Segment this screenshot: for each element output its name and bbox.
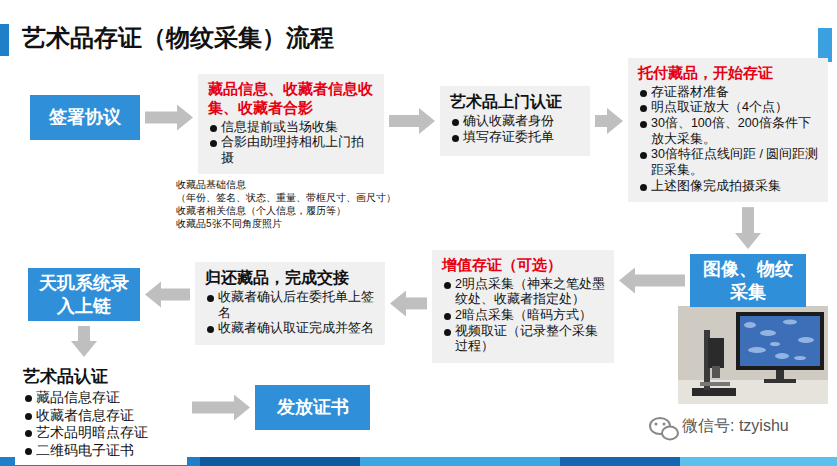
- bullet-item: 30倍、100倍、200倍条件下放大采集。: [638, 116, 820, 147]
- bullet-item: 收藏者确认后在委托单上签名: [205, 290, 377, 321]
- step-box: 图像、物纹采集: [690, 254, 806, 307]
- flow-arrow: [192, 395, 250, 421]
- step-card: 艺术品上门认证确认收藏者身份填写存证委托单: [440, 86, 590, 156]
- note-text: 收藏品基础信息: [176, 178, 396, 191]
- bullet-item: 藏品信息存证: [23, 389, 179, 407]
- step-label: 天玑系统录入上链: [36, 272, 132, 317]
- flow-arrow: [390, 290, 427, 316]
- bullet-item: 收藏者确认取证完成并签名: [205, 321, 377, 337]
- flow-arrow: [389, 108, 435, 134]
- note-text: （年份、签名、状态、重量、带框尺寸、画尺寸）: [176, 191, 396, 204]
- bullet-item: 收藏者信息存证: [23, 407, 179, 425]
- flow-arrow: [735, 207, 761, 249]
- diagram-title: 艺术品存证（物纹采集）流程: [22, 22, 334, 54]
- bullet-item: 二维码电子证书: [23, 442, 179, 460]
- bullet-item: 确认收藏者身份: [450, 114, 582, 130]
- card-heading: 艺术品认证: [23, 366, 179, 387]
- card-heading: 增值存证（可选）: [442, 256, 606, 275]
- bullet-item: 上述图像完成拍摄采集: [638, 179, 820, 195]
- bullet-item: 2暗点采集（暗码方式）: [442, 308, 606, 324]
- step-label: 发放证书: [277, 396, 349, 419]
- bullet-item: 2明点采集（神来之笔处墨纹处、收藏者指定处）: [442, 277, 606, 308]
- bullet-item: 信息提前或当场收集: [208, 120, 376, 136]
- flow-arrow: [71, 326, 97, 357]
- bullet-item: 合影由助理持相机上门拍摄: [208, 135, 376, 166]
- wechat-icon: [650, 418, 678, 440]
- card-heading: 归还藏品，完成交接: [205, 268, 377, 288]
- flow-arrow: [145, 105, 193, 131]
- flow-arrow: [145, 282, 190, 308]
- step-card: 增值存证（可选） 2明点采集（神来之笔处墨纹处、收藏者指定处）2暗点采集（暗码方式…: [432, 250, 614, 363]
- note-text: 收藏者相关信息（个人信息，履历等）: [176, 204, 396, 217]
- card-heading: 托付藏品，开始存证: [638, 64, 820, 83]
- bullet-item: 存证器材准备: [638, 85, 820, 101]
- step-card: 托付藏品，开始存证存证器材准备明点取证放大（4个点）30倍、100倍、200倍条…: [628, 58, 828, 202]
- step-box: 发放证书: [255, 385, 370, 430]
- step-card: 艺术品认证藏品信息存证收藏者信息存证艺术品明暗点存证二维码电子证书: [15, 362, 187, 465]
- corner-tab: [818, 28, 832, 62]
- step-card: 归还藏品，完成交接收藏者确认后在委托单上签名收藏者确认取证完成并签名: [195, 262, 385, 345]
- step-box: 签署协议: [30, 95, 140, 140]
- step-box: 天玑系统录入上链: [28, 268, 140, 321]
- note-text: 收藏品5张不同角度照片: [176, 217, 396, 230]
- bullet-item: 视频取证（记录整个采集过程）: [442, 324, 606, 355]
- microscope-photo: [678, 306, 828, 404]
- bullet-item: 明点取证放大（4个点）: [638, 100, 820, 116]
- note-group: 收藏品基础信息（年份、签名、状态、重量、带框尺寸、画尺寸）收藏者相关信息（个人信…: [176, 178, 396, 230]
- step-label: 签署协议: [49, 106, 121, 129]
- bullet-item: 艺术品明暗点存证: [23, 424, 179, 442]
- title-bar: [0, 24, 9, 56]
- flow-arrow: [595, 108, 623, 134]
- flow-arrow: [619, 268, 685, 294]
- card-heading: 藏品信息、收藏者信息收集、收藏者合影: [208, 80, 376, 118]
- card-heading: 艺术品上门认证: [450, 92, 582, 112]
- bullet-item: 填写存证委托单: [450, 130, 582, 146]
- step-label: 图像、物纹采集: [698, 258, 798, 303]
- step-card: 藏品信息、收藏者信息收集、收藏者合影信息提前或当场收集合影由助理持相机上门拍摄: [198, 74, 384, 174]
- watermark: 微信号: tzyishu: [682, 416, 789, 437]
- bullet-item: 30倍特征点线间距 / 圆间距测距采集。: [638, 147, 820, 178]
